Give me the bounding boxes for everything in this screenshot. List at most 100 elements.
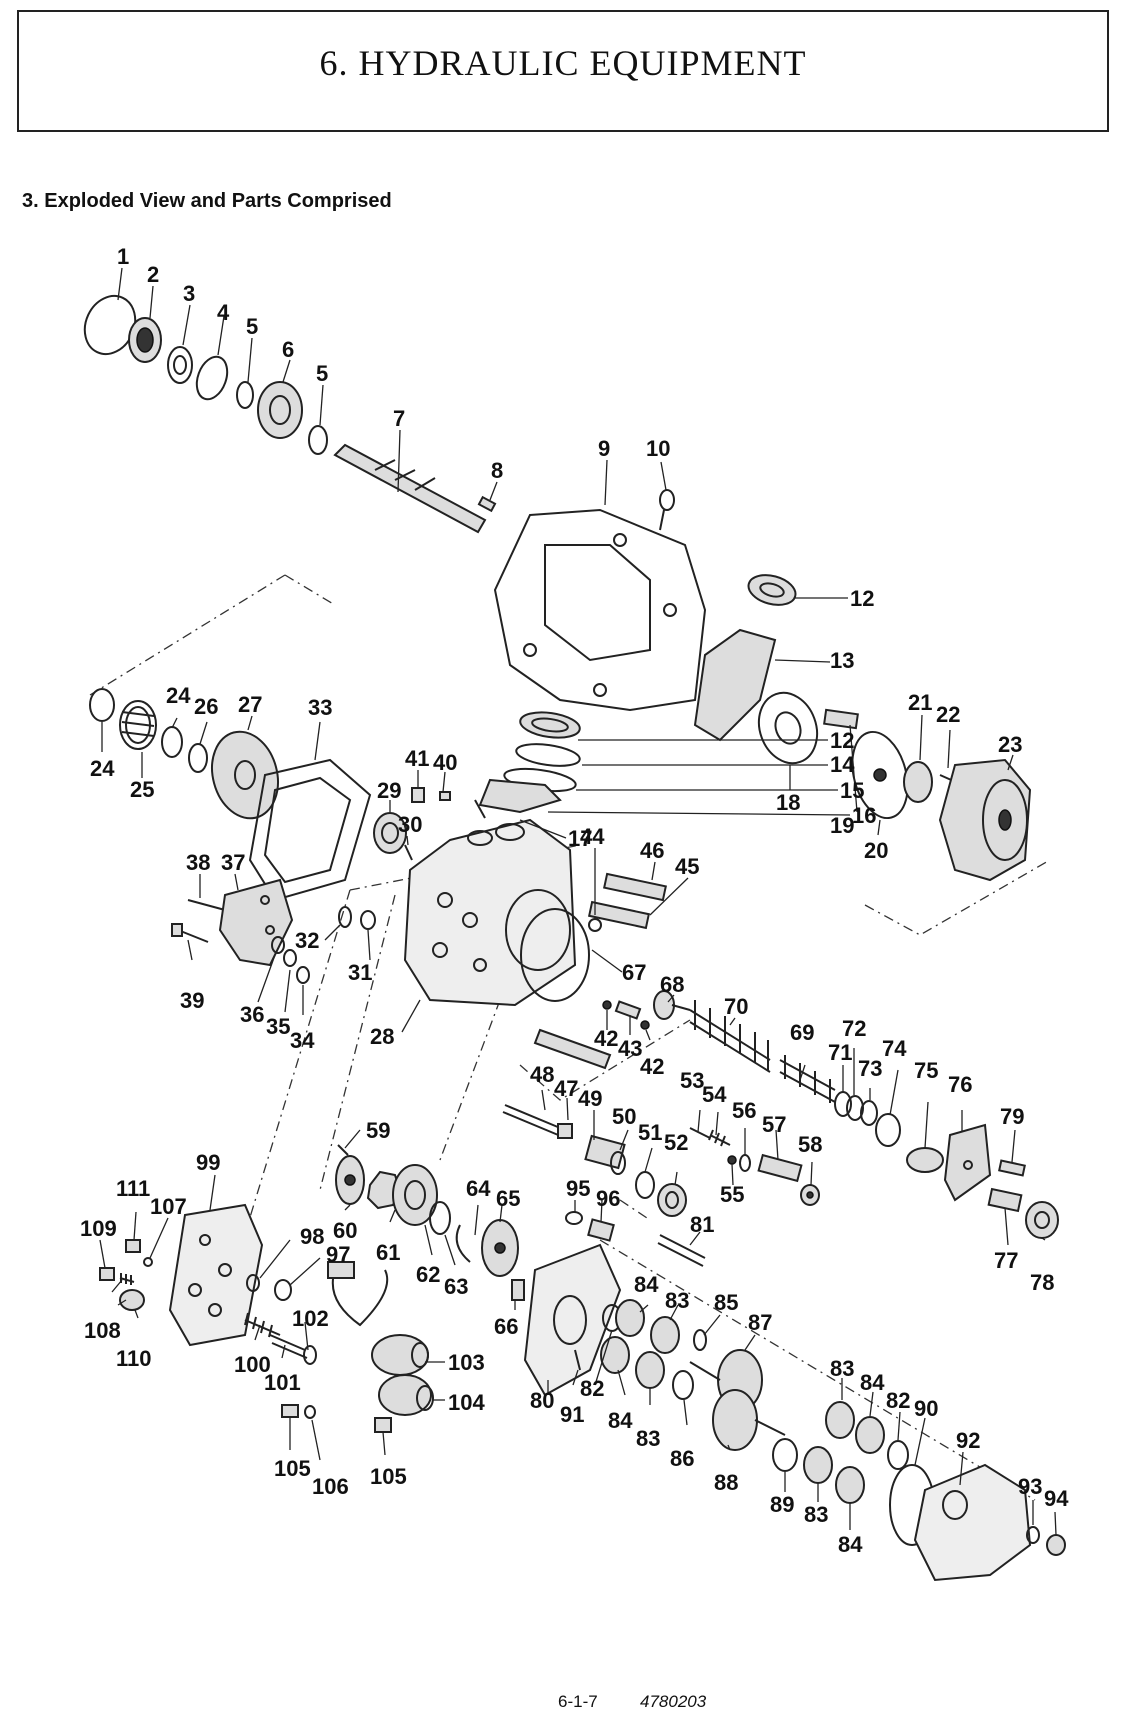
callout-84c: 84: [860, 1370, 885, 1395]
callout-53: 53: [680, 1068, 704, 1093]
callout-104: 104: [448, 1390, 485, 1415]
callout-85: 85: [714, 1290, 738, 1315]
section-title: 3. Exploded View and Parts Comprised: [22, 190, 392, 212]
part-ring-82b: [887, 1440, 909, 1470]
part-ring-71: [834, 1091, 852, 1117]
part-bolt-45: [587, 900, 651, 930]
callout-65: 65: [496, 1186, 520, 1211]
callout-100: 100: [234, 1352, 271, 1377]
callout-1: 1: [117, 244, 129, 269]
part-snap-ring-5a: [236, 381, 254, 409]
part-bolt-17: [474, 799, 486, 819]
part-shim-14: [515, 743, 581, 767]
callout-110: 110: [116, 1346, 152, 1371]
part-bushing-84b: [600, 1336, 630, 1374]
callout-49: 49: [578, 1086, 602, 1111]
callout-82a: 82: [580, 1376, 604, 1401]
part-plug-42b: [640, 1020, 650, 1030]
callout-33: 33: [308, 695, 332, 720]
callout-111: 111: [116, 1176, 150, 1201]
callout-81: 81: [690, 1212, 714, 1237]
part-pin-38: [187, 899, 226, 911]
part-oil-seal-2: [128, 317, 162, 363]
part-pin-47: [533, 1028, 612, 1070]
part-plate-60: [335, 1155, 365, 1205]
callout-76: 76: [948, 1072, 972, 1097]
callout-29: 29: [377, 778, 401, 803]
part-plug-110: [119, 1289, 145, 1311]
callout-84d: 84: [838, 1532, 863, 1557]
callout-labels: 1 2 3 4 5 6 5 7 8 9 10 12 13 12 14 15 16…: [80, 244, 1069, 1557]
callout-66: 66: [494, 1314, 518, 1339]
callout-105b: 105: [370, 1464, 407, 1489]
callout-83d: 83: [804, 1502, 828, 1527]
part-pump-casing-9: [493, 508, 707, 712]
callout-99: 99: [196, 1150, 220, 1175]
part-plug-111: [125, 1239, 141, 1253]
callout-96: 96: [596, 1186, 620, 1211]
part-o-ring-97: [274, 1279, 292, 1301]
part-o-ring-67: [520, 908, 590, 1002]
part-washer-93: [1026, 1526, 1040, 1544]
part-bearing-12a: [747, 574, 797, 606]
part-valve-body-99: [168, 1203, 264, 1347]
callout-59: 59: [366, 1118, 390, 1143]
callout-21: 21: [908, 690, 932, 715]
part-rod-48: [502, 1104, 573, 1139]
part-ring-85: [693, 1329, 707, 1351]
part-cylinder-block-23: [938, 758, 1032, 882]
callout-3: 3: [183, 281, 195, 306]
part-bolt-46: [603, 872, 667, 902]
part-piston-19: [823, 708, 859, 730]
part-o-ring-36: [271, 936, 285, 954]
callout-26: 26: [194, 694, 218, 719]
part-pin-91: [574, 1349, 581, 1371]
callout-19: 19: [830, 813, 854, 838]
callout-30: 30: [398, 812, 422, 837]
part-spring-25: [119, 700, 157, 750]
part-spacer-3: [167, 346, 193, 384]
part-valve-block-28: [403, 818, 577, 1007]
callout-58: 58: [798, 1132, 822, 1157]
doc-number: 4780203: [640, 1692, 707, 1711]
part-sleeve-52: [657, 1183, 687, 1217]
part-gasket-33: [248, 758, 372, 902]
callout-42b: 42: [640, 1054, 664, 1079]
part-spool-101: [269, 1334, 308, 1359]
part-bearing-12b: [519, 711, 581, 739]
callout-75: 75: [914, 1058, 938, 1083]
part-needle-bearing-29: [373, 812, 407, 854]
callout-47: 47: [554, 1076, 578, 1101]
part-bushing-83b: [635, 1351, 665, 1389]
part-plug-109: [99, 1267, 115, 1281]
part-piston-75: [906, 1147, 944, 1173]
part-spring-108: [119, 1273, 135, 1285]
part-drive-shaft-7: [333, 443, 487, 534]
part-washer-106: [304, 1405, 316, 1419]
callout-22: 22: [936, 702, 960, 727]
callout-69: 69: [790, 1020, 814, 1045]
callout-12a: 12: [850, 586, 874, 611]
part-cover-37: [218, 878, 294, 967]
callout-12b: 12: [830, 728, 854, 753]
part-nut-58: [800, 1184, 820, 1206]
part-spherical-bush-21: [903, 761, 933, 803]
part-ball-55: [727, 1155, 737, 1165]
part-snap-ring-26: [188, 743, 208, 773]
part-key-8: [477, 495, 497, 513]
callout-15: 15: [840, 778, 864, 803]
part-spool-57: [757, 1153, 803, 1183]
callout-82b: 82: [886, 1388, 910, 1413]
part-nut-78: [1025, 1201, 1059, 1239]
callout-62: 62: [416, 1262, 440, 1287]
callout-23: 23: [998, 732, 1022, 757]
callout-109: 109: [80, 1216, 117, 1241]
part-plug-43: [614, 1000, 642, 1020]
part-bushing-84d: [835, 1466, 865, 1504]
leader-lines: [99, 267, 1057, 1536]
callout-39: 39: [180, 988, 204, 1013]
callout-105a: 105: [274, 1456, 311, 1481]
callout-90: 90: [914, 1396, 938, 1421]
part-bolt-96: [587, 1218, 615, 1242]
part-ring-50: [610, 1151, 626, 1175]
